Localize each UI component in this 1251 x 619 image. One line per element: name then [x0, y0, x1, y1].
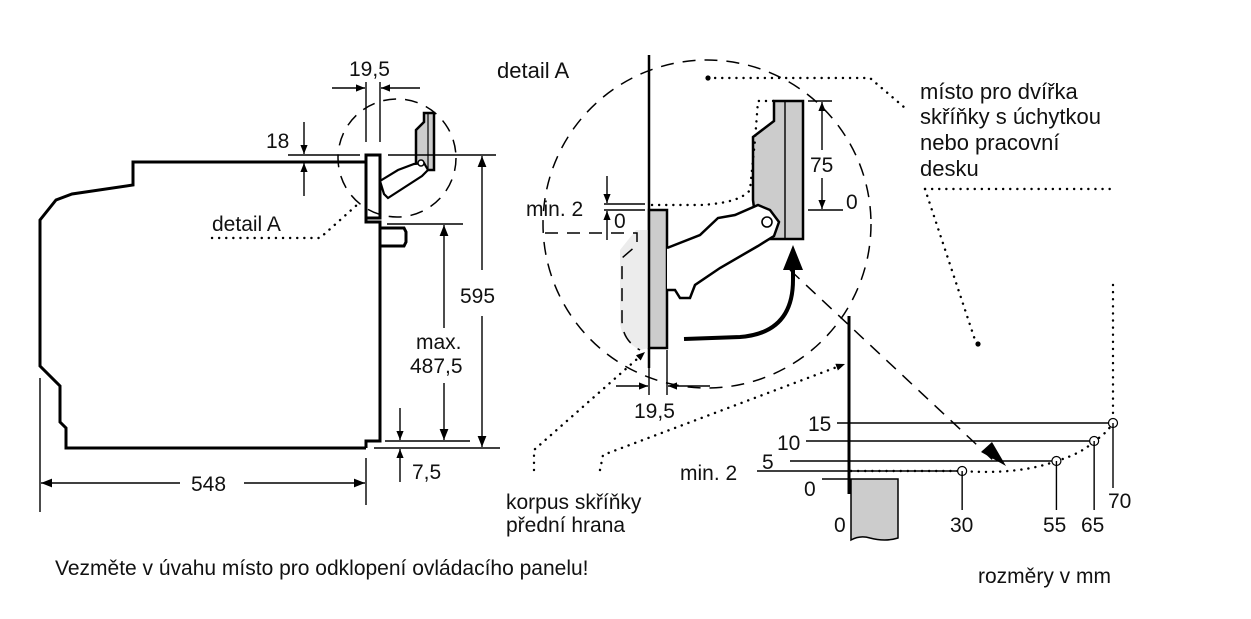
dim-75-label: 75 — [810, 154, 833, 177]
door-space-leader-1 — [706, 76, 907, 110]
oven-handle — [380, 226, 408, 248]
leader-dot — [975, 341, 981, 347]
oven-body-outline — [38, 160, 366, 450]
y-label-15: 15 — [808, 413, 831, 436]
oven-front-panel — [364, 153, 382, 220]
cabinet-front-leader-1 — [532, 350, 647, 472]
y-label-10: 10 — [777, 432, 800, 455]
dim-548-label: 548 — [191, 473, 226, 496]
dim-7-5-label: 7,5 — [412, 461, 441, 484]
cabinet-front-leader-2 — [598, 362, 847, 472]
oven-front-panel-detail — [647, 208, 669, 350]
cabinet-ghost-outline — [545, 232, 641, 351]
y-label-0: 0 — [804, 478, 816, 501]
cabinet-ghost — [620, 230, 649, 350]
hinge-arm-small — [378, 161, 430, 200]
x-label-55: 55 — [1043, 514, 1066, 537]
cabinet-front-line-1: korpus skříňky — [506, 491, 642, 514]
x-label-70: 70 — [1108, 490, 1131, 513]
door-space-annotation: místo pro dvířka skříňky s úchytkou nebo… — [705, 75, 1115, 347]
detail-a-circle-small — [337, 98, 457, 218]
cabinet-front-line-2: přední hrana — [506, 514, 625, 537]
oven-door — [364, 218, 382, 448]
door-space-line-3: nebo pracovní — [920, 130, 1059, 155]
dim-595-label: 595 — [460, 285, 495, 308]
x-label-30: 30 — [950, 514, 973, 537]
swing-arrowhead — [783, 245, 803, 270]
dim-19-5-label: 19,5 — [349, 58, 390, 81]
dim-zero-right-label: 0 — [846, 191, 858, 214]
door-space-leader-3 — [923, 187, 978, 345]
cabinet-section — [850, 478, 899, 542]
detail-a-title: detail A — [497, 58, 569, 83]
hinge-pivot-small — [417, 159, 425, 167]
y-label-5: 5 — [762, 451, 774, 474]
swing-path-dashed — [789, 269, 994, 461]
footer-note: Vezměte v úvahu místo pro odklopení ovlá… — [55, 557, 589, 580]
door-space-line-1: místo pro dvířka — [920, 79, 1078, 104]
dim-max-label: max. — [416, 331, 462, 354]
clearance-envelope — [849, 421, 1115, 474]
dim-zero-left-label: 0 — [614, 210, 626, 233]
dim-19-5-detail-label: 19,5 — [634, 400, 675, 423]
hinge-pivot — [761, 216, 773, 228]
dim-487-5-label: 487,5 — [410, 355, 463, 378]
oven-side-view: 19,5 18 detail A 595 max. 487,5 7,5 548 — [38, 58, 500, 512]
dim-18-label: 18 — [266, 130, 289, 153]
door-space-outline — [650, 99, 776, 207]
units-label: rozměry v mm — [978, 565, 1111, 588]
swing-path-arrowhead — [981, 442, 1006, 466]
y-label-min-2: min. 2 — [680, 462, 737, 485]
detail-a-circle-large — [542, 59, 872, 389]
detail-a-leader — [210, 202, 360, 240]
detail-a-view: detail A min. 2 0 75 0 — [497, 55, 872, 472]
x-label-0: 0 — [834, 514, 846, 537]
swing-arrow — [683, 265, 795, 341]
clearance-graph: 15 10 5 min. 2 0 0 30 55 65 70 — [680, 269, 1131, 542]
detail-a-label-side: detail A — [212, 213, 281, 236]
door-space-line-4: desku — [920, 156, 979, 181]
dim-min-2-label: min. 2 — [526, 198, 583, 221]
door-space-line-2: skříňky s úchytkou — [920, 104, 1101, 129]
hinge-arm — [666, 203, 781, 300]
x-label-65: 65 — [1081, 514, 1104, 537]
